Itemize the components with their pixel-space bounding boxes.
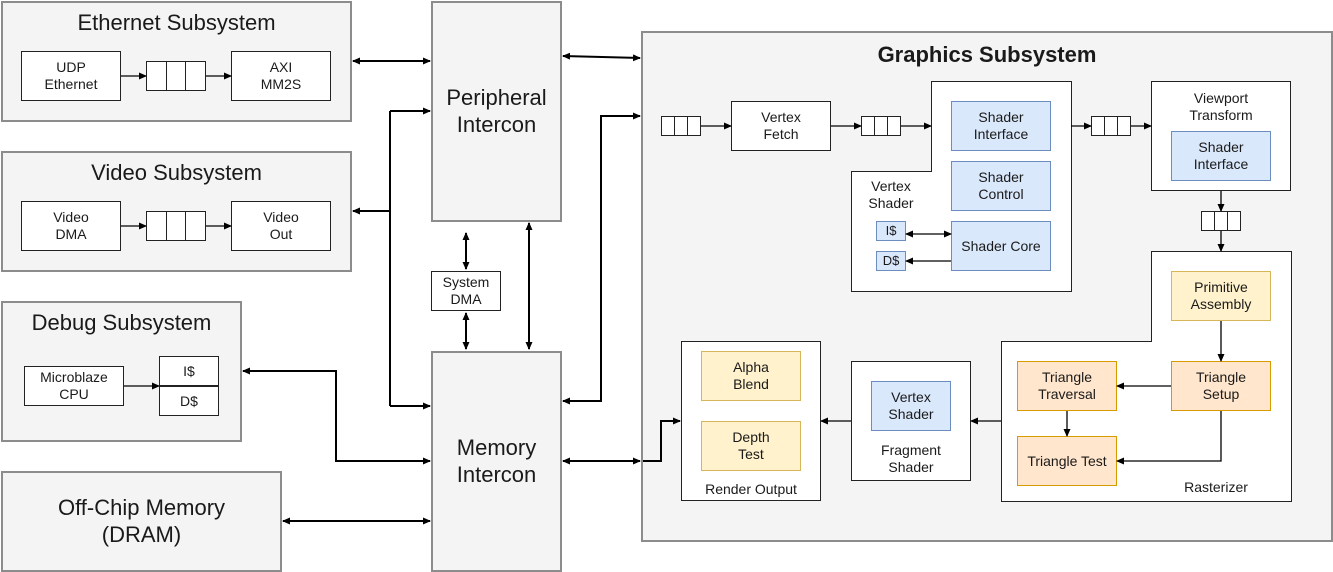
alpha-blend-block: Alpha Blend (701, 351, 801, 401)
viewport-shader-interface: Shader Interface (1171, 131, 1271, 181)
system-dma-block: System DMA (431, 271, 501, 311)
vs-shader-control: Shader Control (951, 161, 1051, 211)
peripheral-graphics-link (562, 52, 641, 62)
viewport-to-raster-fifo (1201, 211, 1241, 231)
vs-shader-interface: Shader Interface (951, 101, 1051, 151)
video-fifo (146, 211, 206, 241)
fragment-shader-label: Fragment Shader (881, 442, 941, 475)
vertex-input-fifo (661, 116, 701, 136)
fragment-vertex-shader: Vertex Shader (871, 381, 951, 431)
ethernet-subsystem-title: Ethernet Subsystem (77, 10, 276, 35)
vs-dcache: D$ (876, 251, 906, 271)
memory-interconnect: Memory Intercon (431, 351, 562, 572)
udp-ethernet-block: UDP Ethernet (21, 51, 121, 101)
debug-icache: I$ (159, 356, 219, 386)
viewport-transform-label: Viewport Transform (1189, 90, 1253, 123)
triangle-setup-block: Triangle Setup (1171, 361, 1271, 411)
triangle-test-block: Triangle Test (1017, 436, 1117, 486)
video-interconnect-link (353, 110, 430, 407)
vs-shader-core: Shader Core (951, 221, 1051, 271)
video-subsystem-title: Video Subsystem (91, 160, 262, 185)
debug-memory-link (242, 367, 431, 465)
microblaze-cpu-block: Microblaze CPU (24, 366, 124, 406)
graphics-subsystem-title: Graphics Subsystem (877, 42, 1097, 67)
axi-mm2s-block: AXI MM2S (231, 51, 331, 101)
triangle-traversal-block: Triangle Traversal (1017, 361, 1117, 411)
off-chip-memory: Off-Chip Memory (DRAM) (1, 471, 282, 572)
rasterizer-label: Rasterizer (1184, 479, 1248, 495)
video-out-block: Video Out (231, 201, 331, 251)
debug-dcache: D$ (159, 386, 219, 416)
shader-to-viewport-fifo (1091, 116, 1131, 136)
debug-subsystem-title: Debug Subsystem (31, 310, 212, 335)
depth-test-block: Depth Test (701, 421, 801, 471)
vs-icache: I$ (876, 221, 906, 241)
memory-graphics-upper-link (562, 112, 641, 405)
fetch-to-shader-fifo (861, 116, 901, 136)
vertex-fetch-block: Vertex Fetch (731, 101, 831, 151)
video-dma-block: Video DMA (21, 201, 121, 251)
render-output-label: Render Output (705, 481, 797, 497)
vertex-shader-label: Vertex Shader (868, 178, 914, 211)
primitive-assembly-block: Primitive Assembly (1171, 271, 1271, 321)
ethernet-fifo (146, 61, 206, 91)
peripheral-interconnect: Peripheral Intercon (431, 1, 562, 222)
